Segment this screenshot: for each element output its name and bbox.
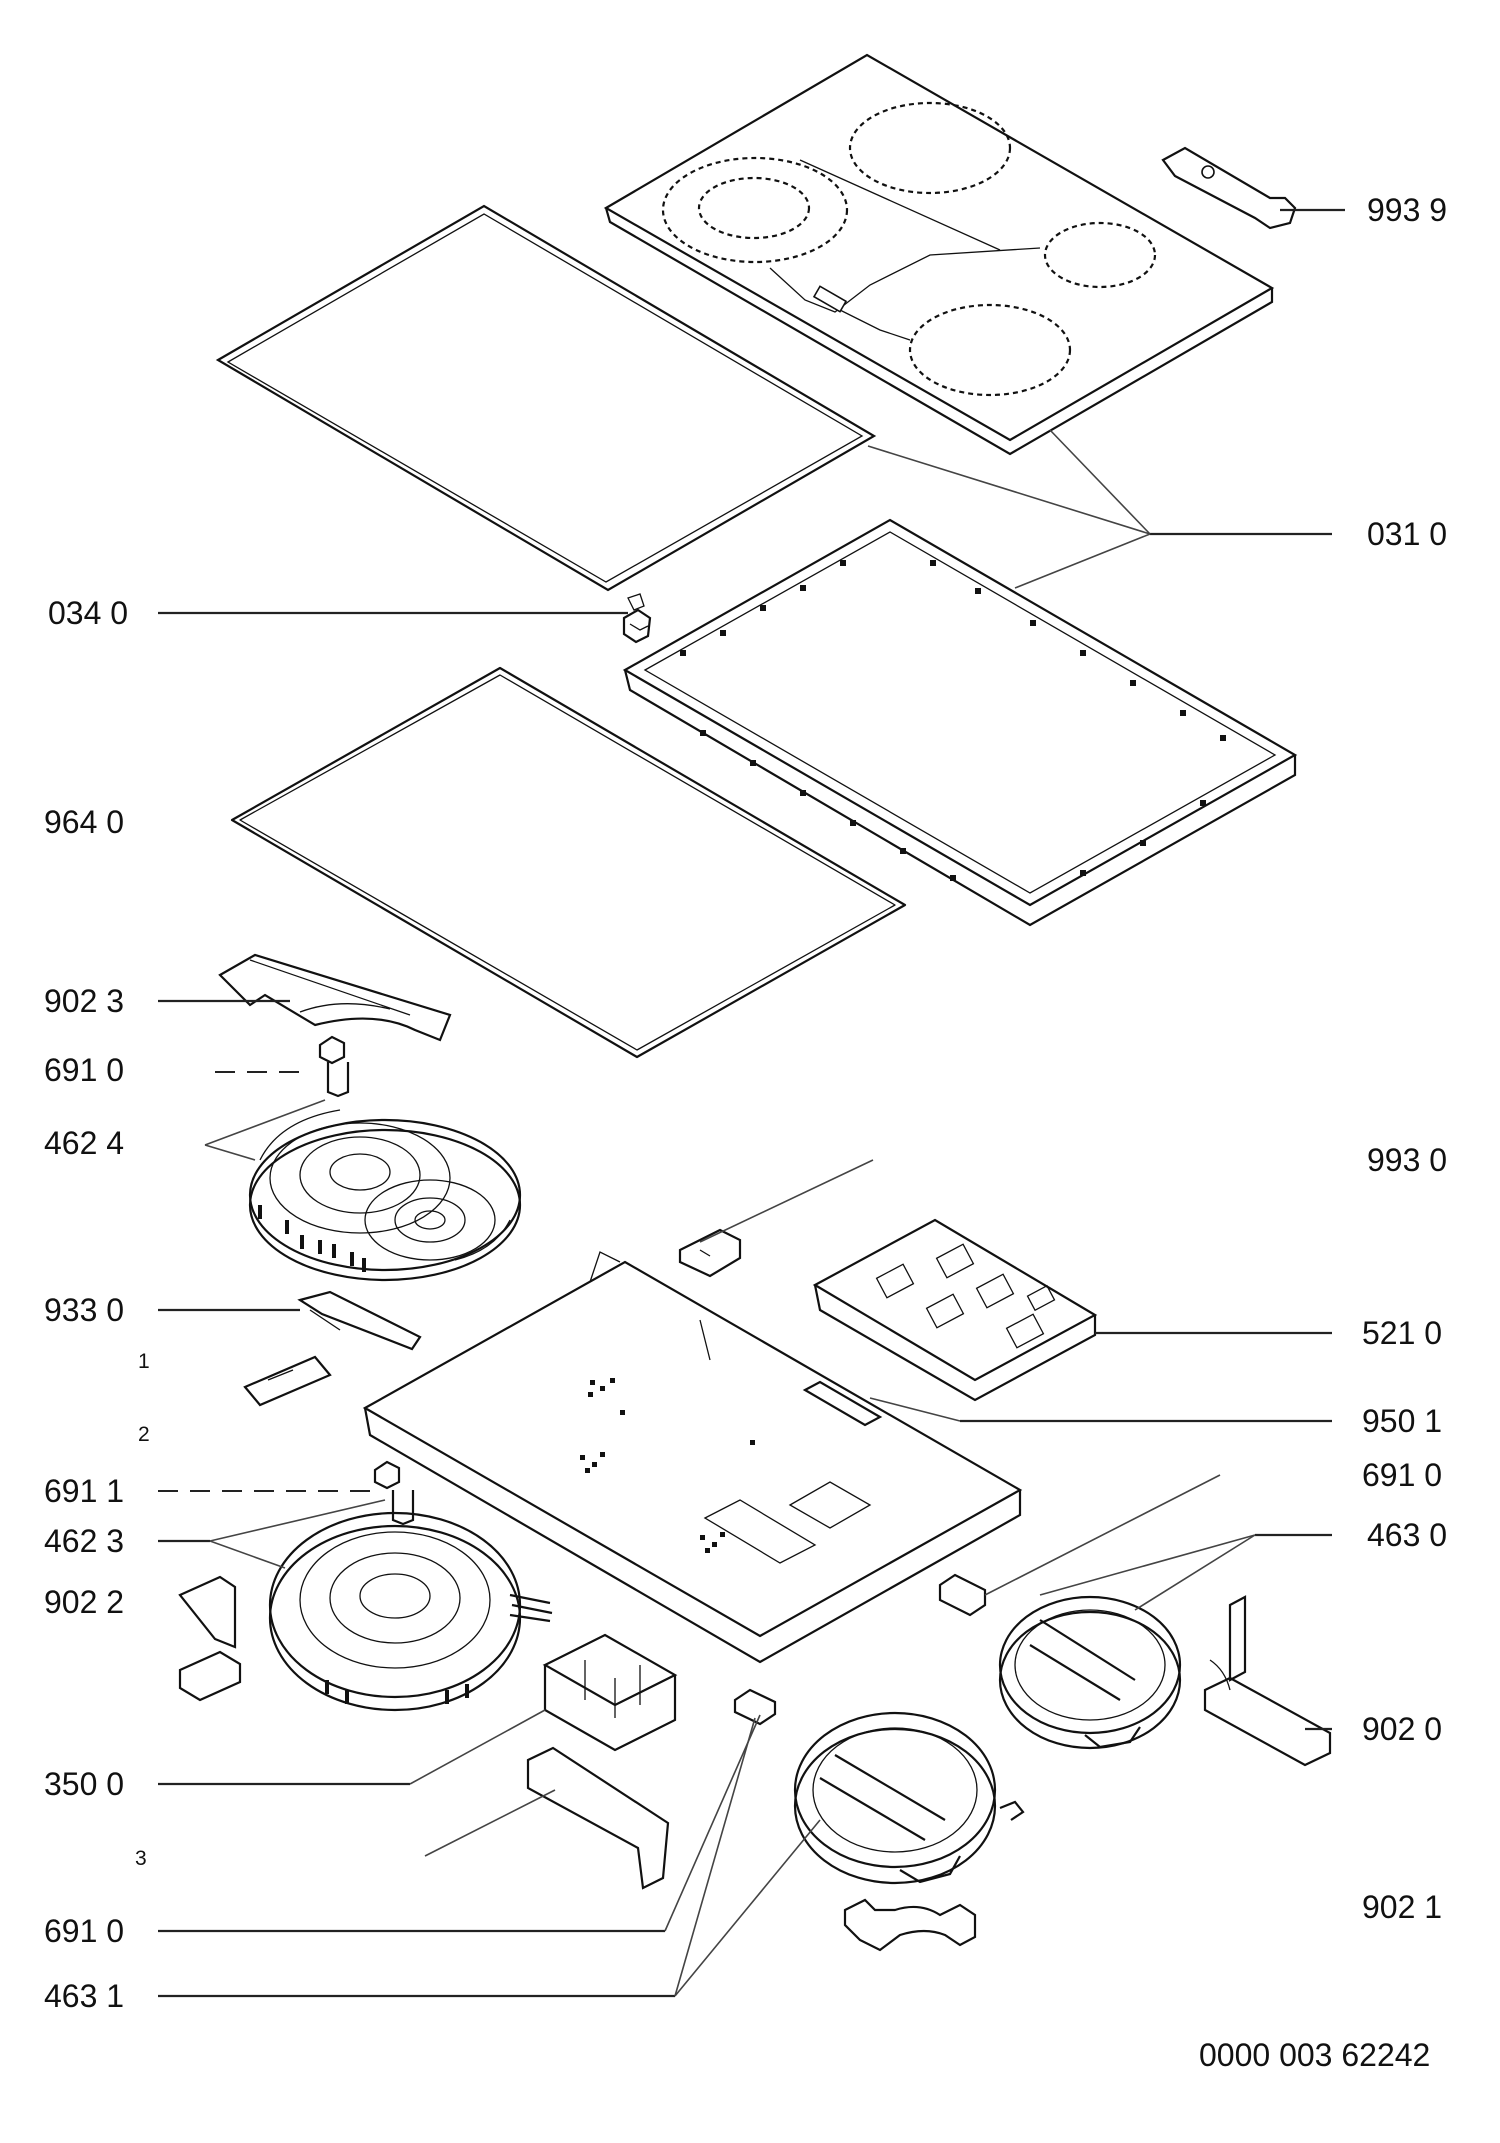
glass-seal-frame	[215, 204, 877, 611]
bracket-933-0	[243, 1290, 422, 1407]
label-933-0: 933 0	[44, 1292, 124, 1328]
terminal-block	[526, 1633, 678, 1890]
terminal-691-1	[373, 1460, 415, 1526]
gasket	[230, 666, 907, 1059]
position-marker-1: 1	[138, 1350, 150, 1373]
hob-frame	[622, 518, 1298, 927]
part-labels: 993 9 031 0 034 0 964 0 902 3 691 0 462 …	[44, 192, 1447, 2073]
label-964-0: 964 0	[44, 804, 124, 840]
bottom-housing	[362, 1251, 1023, 1664]
ring-heater-463-1	[793, 1711, 1025, 1885]
label-463-1: 463 1	[44, 1978, 124, 2014]
label-993-9: 993 9	[1367, 192, 1447, 228]
label-350-0: 350 0	[44, 1766, 124, 1802]
bracket-902-3	[218, 953, 452, 1042]
label-031-0: 031 0	[1367, 516, 1447, 552]
bracket-902-0	[1203, 1595, 1332, 1767]
oval-radiant-heater	[248, 1109, 522, 1282]
clip-part	[622, 608, 652, 644]
label-462-4: 462 4	[44, 1125, 124, 1161]
bracket-902-1	[843, 1898, 977, 1952]
terminal-691-0-lower	[733, 1688, 777, 1726]
label-691-0-c: 691 0	[44, 1913, 124, 1949]
bracket-902-2	[178, 1575, 242, 1702]
rear-bracket-993-9	[1161, 146, 1297, 230]
electronic-control-module	[802, 1218, 1098, 1427]
label-950-1: 950 1	[1362, 1403, 1442, 1439]
terminal-691-0-right	[938, 1573, 987, 1617]
round-radiant-heater	[268, 1511, 553, 1712]
label-902-1: 902 1	[1362, 1889, 1442, 1925]
label-034-0: 034 0	[48, 595, 128, 631]
label-993-0: 993 0	[1367, 1142, 1447, 1178]
label-521-0: 521 0	[1362, 1315, 1442, 1351]
drawing-number: 0000 003 62242	[1199, 2037, 1430, 2073]
module-bracket	[678, 1228, 742, 1278]
position-marker-2: 2	[138, 1423, 150, 1446]
label-463-0: 463 0	[1367, 1517, 1447, 1553]
terminal-691-0-top	[318, 1035, 350, 1098]
leader-lines	[158, 208, 1345, 1998]
label-691-0-b: 691 0	[1362, 1457, 1442, 1493]
label-691-1: 691 1	[44, 1473, 124, 1509]
position-marker-3: 3	[135, 1847, 147, 1870]
label-902-0: 902 0	[1362, 1711, 1442, 1747]
label-902-3: 902 3	[44, 983, 124, 1019]
label-902-2: 902 2	[44, 1584, 124, 1620]
ring-heater-463-0	[998, 1595, 1182, 1750]
label-462-3: 462 3	[44, 1523, 124, 1559]
ceramic-glass-top	[603, 53, 1275, 456]
label-691-0-a: 691 0	[44, 1052, 124, 1088]
